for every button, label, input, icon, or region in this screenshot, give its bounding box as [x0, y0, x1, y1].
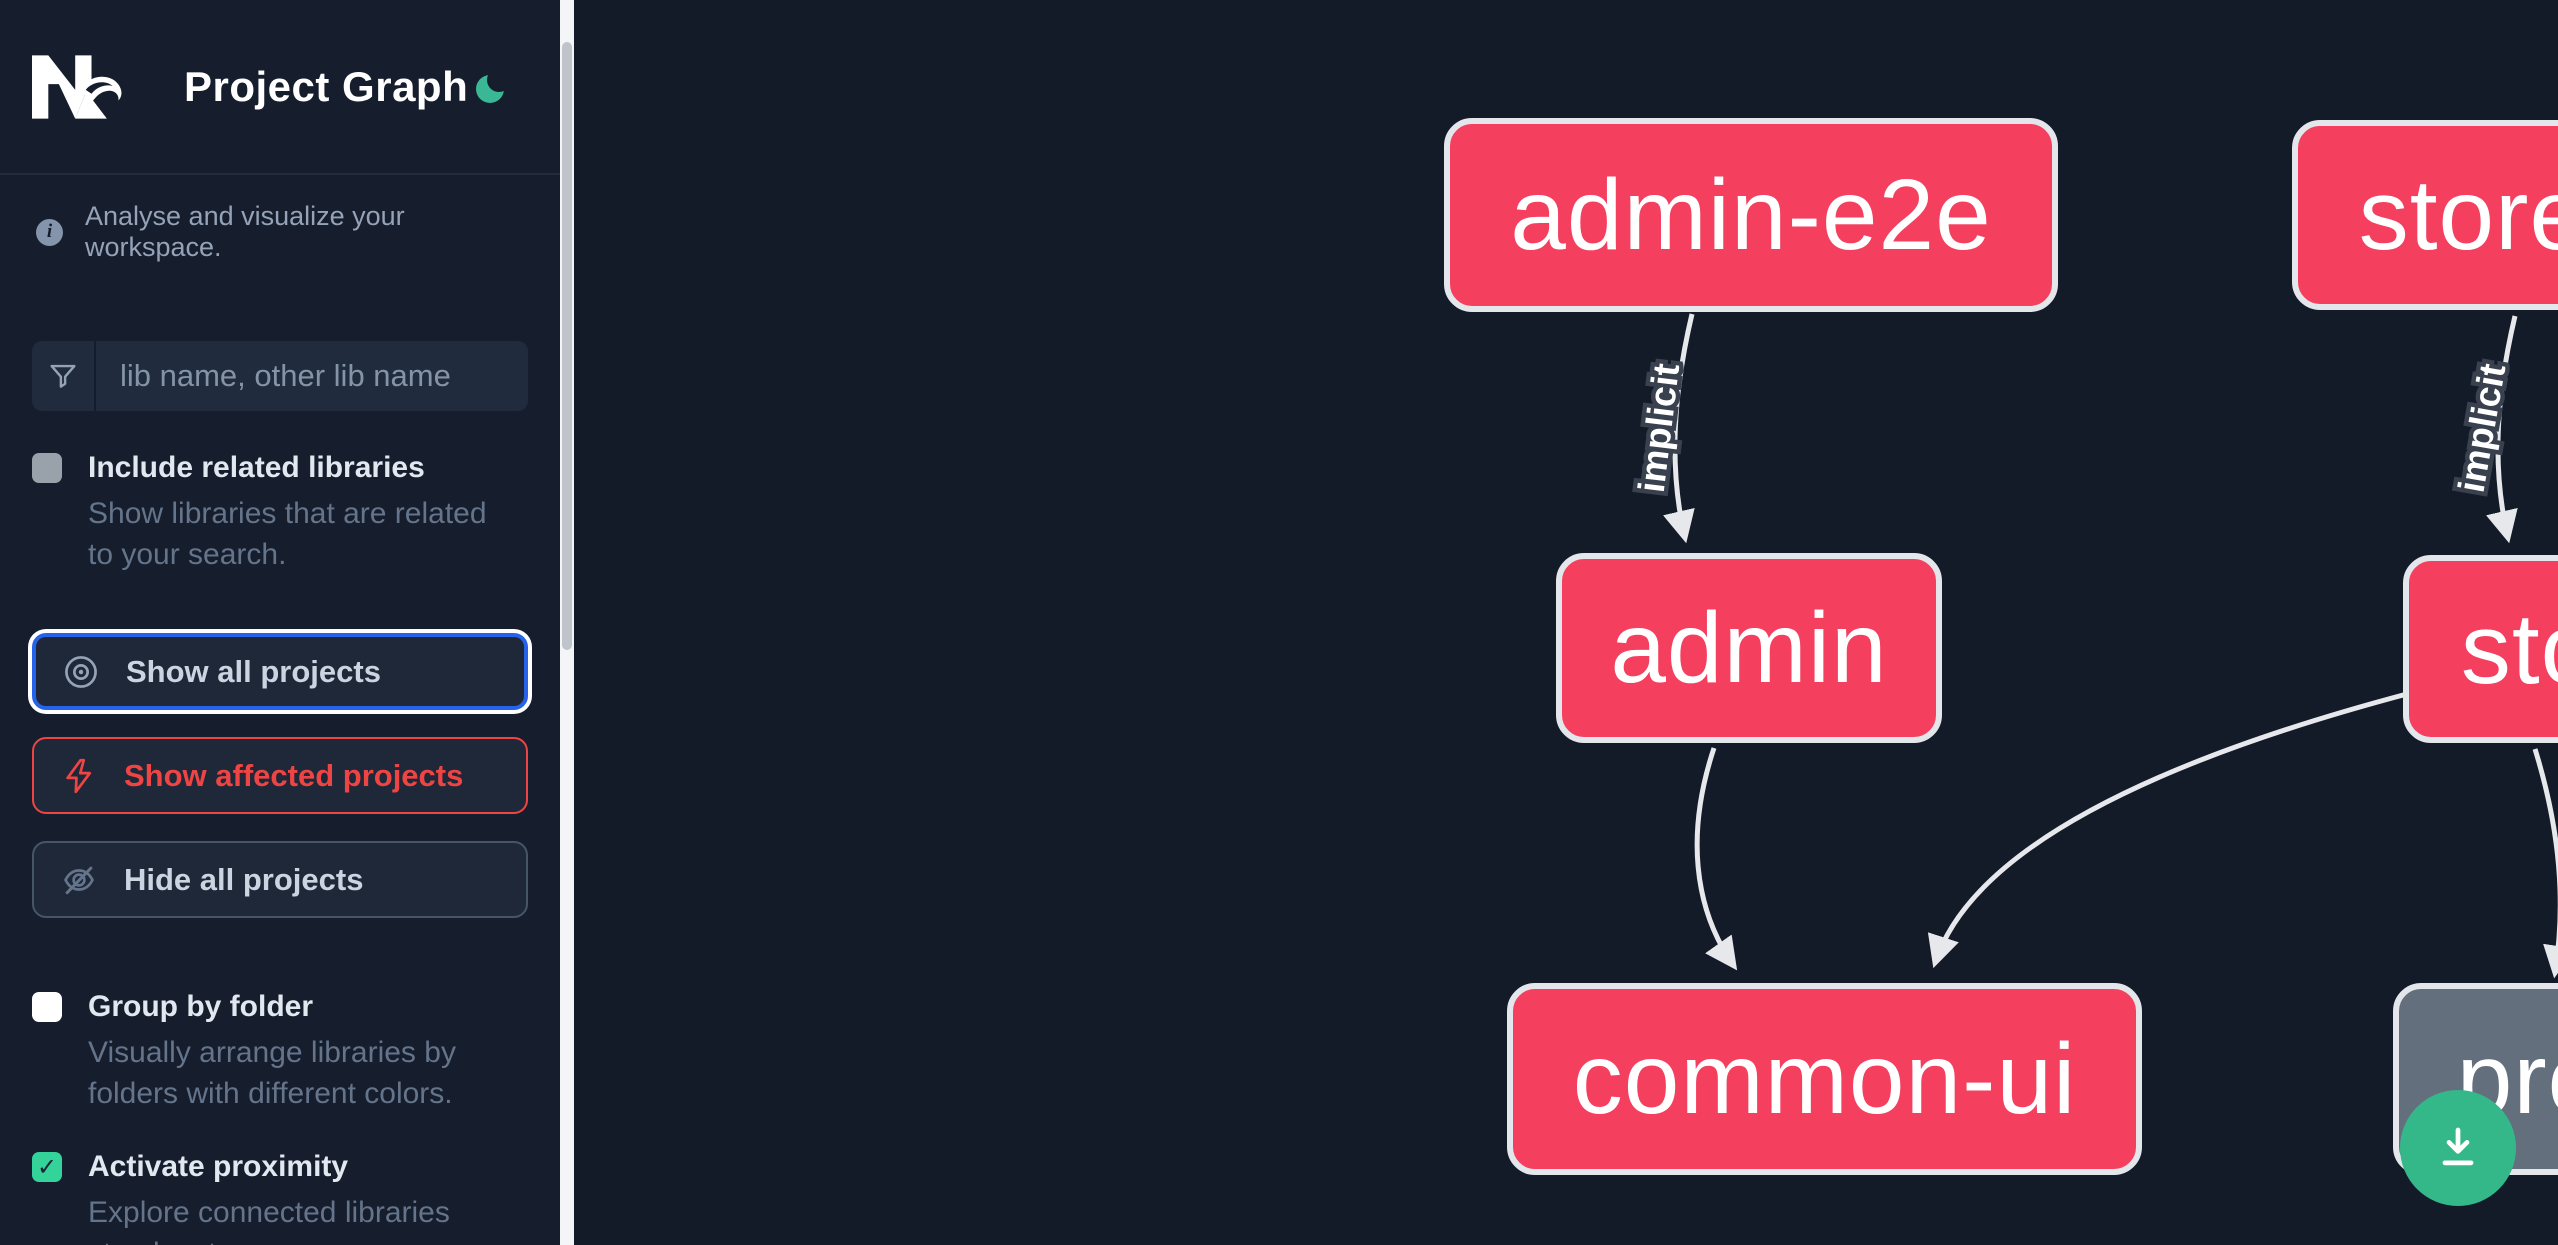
eye-icon: [65, 655, 97, 688]
edge-store-to-products: [2532, 748, 2558, 979]
edge-store-e2e-to-store: [2486, 315, 2518, 544]
graph-node-label: store-e2e: [2358, 158, 2558, 271]
graph-node-label: admin-e2e: [1510, 158, 1992, 271]
include-related-description: Show libraries that are related to your …: [88, 497, 487, 571]
page-title: Project Graph: [184, 62, 469, 110]
nx-logo: [32, 54, 122, 119]
eye-off-icon: [64, 866, 94, 894]
graph-node-admin-e2e[interactable]: admin-e2e: [1444, 118, 2058, 312]
moon-icon: [476, 67, 511, 103]
filter-icon: [32, 341, 96, 411]
theme-toggle-button[interactable]: [472, 67, 512, 107]
download-icon: [2442, 1127, 2474, 1166]
graph-node-store[interactable]: store: [2403, 555, 2558, 743]
group-by-folder-description: Visually arrange libraries by folders wi…: [88, 1036, 456, 1110]
group-by-folder-row: Group by folder Visually arrange librari…: [0, 990, 560, 1114]
sidebar-header: Project Graph: [0, 0, 560, 175]
activate-proximity-label[interactable]: Activate proximity: [88, 1150, 349, 1183]
project-graph-canvas[interactable]: implicit implicit admin-e2e store-e2e admin…: [574, 0, 2558, 1245]
graph-node-admin[interactable]: admin: [1556, 553, 1942, 743]
sidebar-scrollbar[interactable]: [560, 0, 574, 1245]
edge-admin-to-common-ui: [1694, 747, 1738, 971]
graph-node-store-e2e[interactable]: store-e2e: [2292, 120, 2558, 310]
activate-proximity-checkbox[interactable]: ✓: [32, 1152, 62, 1182]
search-box: [32, 341, 528, 411]
activate-proximity-row: ✓ Activate proximity Explore connected l…: [0, 1150, 560, 1245]
info-icon: i: [36, 218, 63, 246]
sidebar: Project Graph i Analyse and visualize yo…: [0, 0, 560, 1245]
edge-label-implicit: implicit: [2451, 361, 2514, 496]
graph-node-label: store: [2460, 592, 2558, 705]
include-related-row: Include related libraries Show libraries…: [0, 451, 560, 575]
project-visibility-buttons: Show all projects Show affected projects…: [32, 633, 528, 918]
download-graph-button[interactable]: [2400, 1090, 2516, 1206]
edge-label-implicit: implicit: [1631, 361, 1687, 495]
show-affected-projects-button[interactable]: Show affected projects: [32, 737, 528, 814]
search-input[interactable]: [96, 341, 528, 411]
graph-node-common-ui[interactable]: common-ui: [1507, 983, 2142, 1175]
show-all-projects-button[interactable]: Show all projects: [32, 633, 528, 710]
scrollbar-thumb[interactable]: [562, 42, 572, 650]
hide-all-projects-button[interactable]: Hide all projects: [32, 841, 528, 918]
group-by-folder-checkbox[interactable]: [32, 992, 62, 1022]
edge-store-to-common-ui: [1927, 691, 2408, 969]
edge-admin-e2e-to-admin: [1663, 313, 1695, 544]
include-related-label[interactable]: Include related libraries: [88, 451, 425, 484]
group-by-folder-label[interactable]: Group by folder: [88, 990, 313, 1023]
workspace-tagline-row: i Analyse and visualize your workspace.: [0, 201, 560, 263]
graph-node-label: common-ui: [1572, 1022, 2077, 1135]
include-related-checkbox[interactable]: [32, 453, 62, 483]
bolt-icon: [66, 758, 92, 793]
workspace-tagline: Analyse and visualize your workspace.: [85, 201, 405, 262]
graph-node-label: admin: [1610, 591, 1888, 704]
activate-proximity-description: Explore connected libraries step by step…: [88, 1196, 450, 1245]
